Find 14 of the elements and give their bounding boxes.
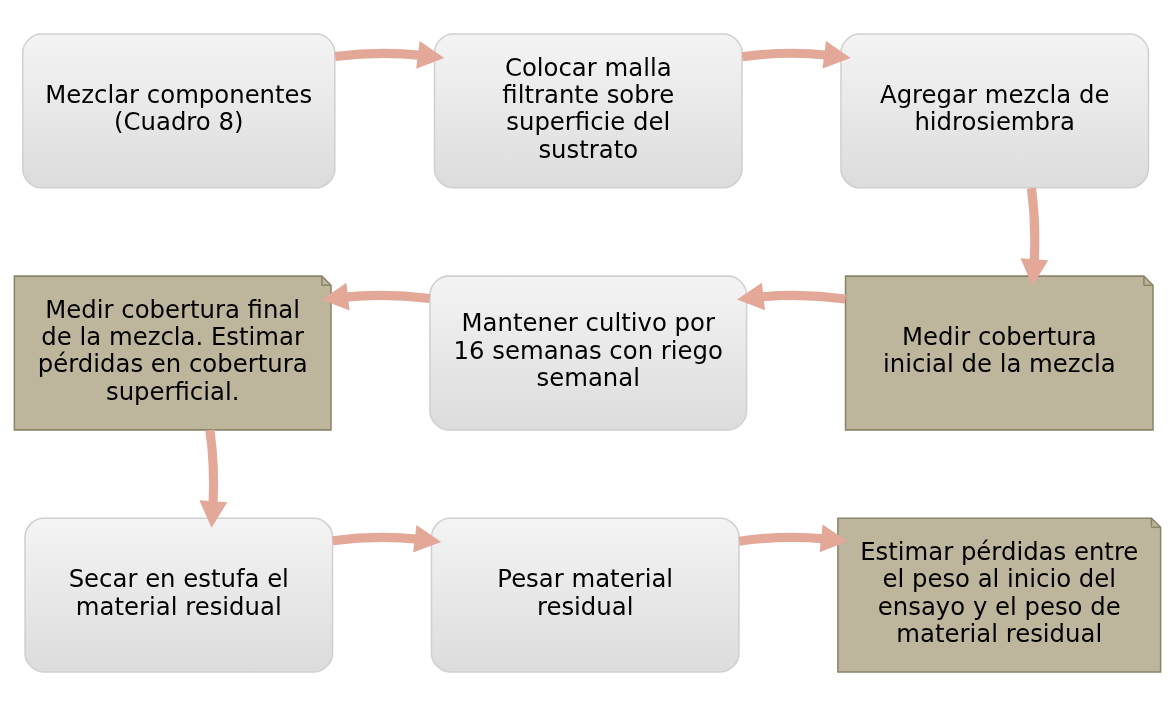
- arrow: [334, 41, 445, 69]
- node-box: Colocar malla filtrante sobre superficie del sustrato: [433, 33, 743, 189]
- arrow: [332, 524, 442, 553]
- arrow: [1020, 187, 1049, 286]
- arrow: [738, 524, 848, 553]
- arrow: [321, 282, 431, 311]
- node-box: Mezclar componentes (Cuadro 8): [22, 33, 336, 189]
- arrow: [741, 40, 851, 69]
- node-box: Mantener cultivo por 16 semanas con riego semanal: [429, 275, 748, 431]
- node-box: Agregar mezcla de hidrosiembra: [840, 33, 1150, 189]
- node-box: Pesar material residual: [430, 517, 740, 673]
- arrow: [199, 429, 228, 528]
- node-box: Secar en estufa el material residual: [24, 517, 334, 673]
- arrow: [737, 282, 847, 311]
